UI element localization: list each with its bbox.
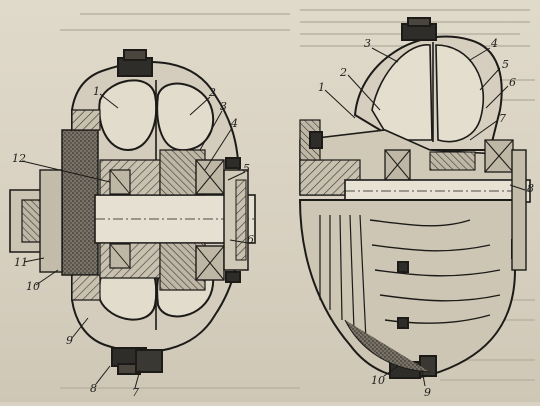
left-label-3: 3 bbox=[220, 100, 227, 113]
right-label-3: 3 bbox=[364, 37, 371, 50]
left-callouts: 1 2 3 4 5 6 7 8 9 10 11 12 bbox=[12, 85, 254, 399]
right-label-8: 8 bbox=[527, 182, 534, 195]
right-label-10: 10 bbox=[371, 374, 385, 387]
left-label-9: 9 bbox=[66, 334, 73, 347]
left-label-11: 11 bbox=[14, 256, 28, 269]
right-label-6: 6 bbox=[509, 76, 516, 89]
left-label-10: 10 bbox=[26, 280, 40, 293]
left-label-1: 1 bbox=[93, 85, 100, 98]
left-label-2: 2 bbox=[208, 86, 216, 99]
left-leader-lines bbox=[21, 93, 249, 389]
right-label-7: 7 bbox=[499, 112, 506, 125]
right-label-1: 1 bbox=[318, 81, 325, 94]
right-label-2: 2 bbox=[339, 66, 347, 79]
right-leader-lines bbox=[324, 47, 526, 387]
left-label-6: 6 bbox=[247, 233, 254, 246]
right-label-5: 5 bbox=[502, 58, 509, 71]
left-label-8: 8 bbox=[90, 382, 97, 395]
left-label-7: 7 bbox=[132, 386, 139, 399]
left-label-12: 12 bbox=[12, 152, 26, 165]
right-coupling-drawing bbox=[298, 17, 531, 379]
left-coupling-drawing bbox=[9, 49, 256, 375]
left-label-4: 4 bbox=[230, 117, 238, 130]
right-label-4: 4 bbox=[490, 37, 498, 50]
right-label-9: 9 bbox=[424, 386, 431, 399]
left-label-5: 5 bbox=[243, 162, 250, 175]
right-callouts: 1 2 3 4 5 6 7 8 9 10 bbox=[318, 37, 534, 399]
